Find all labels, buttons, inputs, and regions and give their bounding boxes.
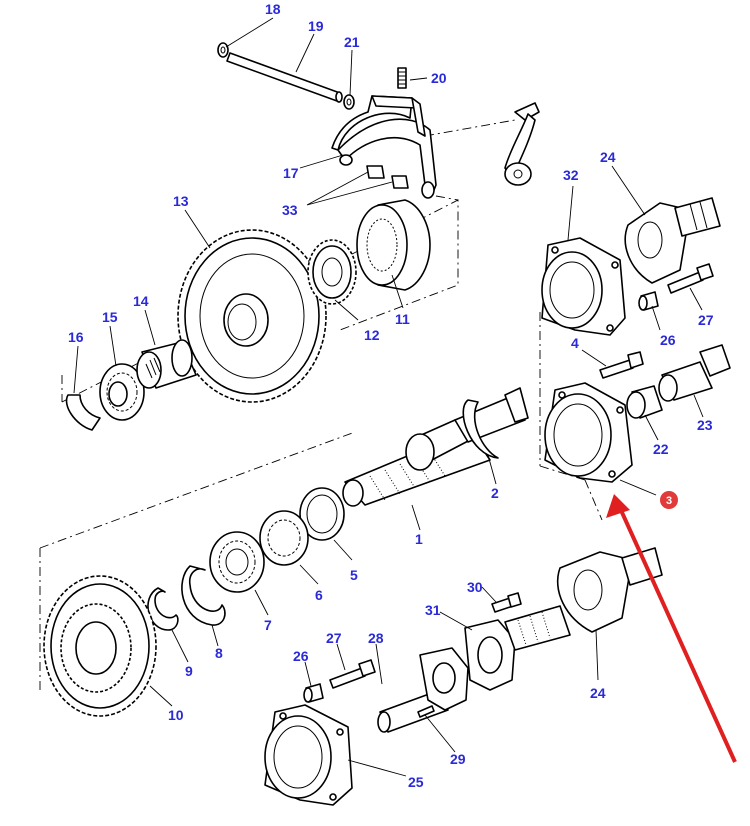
label-16: 16 (68, 329, 84, 345)
label-9: 9 (185, 663, 193, 679)
label-4: 4 (571, 335, 579, 351)
part-26-lower-bushing (303, 683, 324, 703)
part-9-circlip (147, 587, 179, 631)
highlight-arrow (606, 494, 737, 763)
part-12-small-gear (307, 239, 357, 305)
part-20-screw (397, 67, 407, 89)
label-19: 19 (308, 18, 324, 34)
leader-lines (73, 17, 704, 777)
part-1-main-shaft (342, 387, 529, 507)
label-1: 1 (415, 531, 423, 547)
label-29: 29 (450, 751, 466, 767)
label-10: 10 (168, 707, 184, 723)
part-7-bearing (209, 531, 265, 593)
label-6: 6 (315, 587, 323, 603)
part-28-flanged-shaft (377, 647, 469, 733)
part-19-pin (226, 52, 343, 103)
label-20: 20 (431, 70, 447, 86)
part-33-pads (366, 165, 409, 189)
part-2-snap-ring (462, 399, 499, 459)
part-3-housing (544, 382, 633, 483)
part-26-upper-bushing (638, 291, 659, 311)
label-12: 12 (364, 327, 380, 343)
label-13: 13 (173, 193, 189, 209)
label-11: 11 (395, 311, 410, 327)
label-3: 3 (666, 495, 672, 507)
part-32-flange-housing (541, 237, 626, 336)
part-27-lower-bolt (329, 659, 376, 689)
part-6-bearing (259, 510, 309, 566)
part-labels: 18 19 21 20 17 33 13 12 11 14 15 16 1 2 … (68, 1, 714, 790)
part-24-upper-flanged-shaft (624, 197, 721, 284)
label-2: 2 (491, 485, 499, 501)
part-30-bolt (491, 592, 522, 613)
part-5-seal (299, 487, 345, 541)
label-17: 17 (283, 165, 299, 181)
part-13-large-gear (177, 229, 327, 403)
part-21-washer (343, 94, 355, 110)
splined-stub (504, 605, 571, 651)
part-16-half-washer (65, 394, 101, 431)
label-28: 28 (368, 630, 384, 646)
part-29-pin (417, 705, 435, 718)
part-8-circlip (181, 565, 226, 626)
part-23-shaft-stub (658, 344, 731, 402)
label-21: 21 (344, 34, 360, 50)
shift-lever (504, 102, 540, 186)
label-27-upper: 27 (698, 312, 714, 328)
label-24-upper: 24 (600, 149, 616, 165)
part-25-flange-housing (264, 704, 353, 806)
label-26-lower: 26 (293, 648, 309, 664)
label-23: 23 (697, 417, 713, 433)
label-24-lower: 24 (590, 685, 606, 701)
label-18: 18 (265, 1, 281, 17)
part-22-sleeve (626, 385, 663, 419)
label-14: 14 (133, 293, 149, 309)
part-15-bearing (99, 363, 145, 421)
part-11-collar (356, 199, 431, 291)
part-27-upper-bolt (667, 263, 714, 294)
label-26-upper: 26 (660, 332, 676, 348)
label-32: 32 (563, 167, 579, 183)
part-10-gear (43, 575, 157, 717)
label-31: 31 (425, 602, 441, 618)
label-7: 7 (264, 617, 272, 633)
label-30: 30 (467, 579, 483, 595)
part-17-shift-fork (331, 95, 437, 199)
part-31-flange-plate (464, 619, 516, 691)
label-22: 22 (653, 441, 669, 457)
part-18-washer (217, 42, 229, 58)
part-24-lower-flanged-shaft (556, 547, 663, 633)
part-14-needle-bearing (136, 339, 197, 389)
highlight-badge: 3 (660, 491, 678, 509)
label-15: 15 (102, 309, 118, 325)
label-27-lower: 27 (326, 630, 342, 646)
label-33: 33 (282, 202, 298, 218)
part-4-bolt (599, 351, 644, 379)
label-25: 25 (408, 774, 424, 790)
label-8: 8 (215, 645, 223, 661)
label-5: 5 (350, 567, 358, 583)
